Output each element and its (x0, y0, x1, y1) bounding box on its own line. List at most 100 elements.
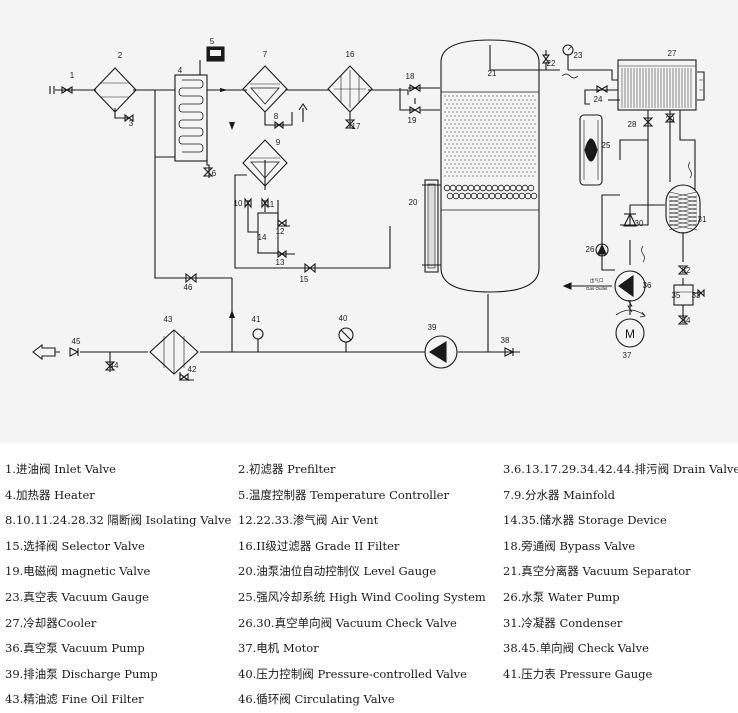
air-vent-22 (541, 54, 551, 64)
component-number-16: 16 (346, 50, 355, 59)
component-number-17: 17 (352, 122, 361, 131)
legend-entry: 18.旁通阀 Bypass Valve (503, 538, 636, 553)
component-number-25: 25 (602, 141, 611, 150)
component-number-46: 46 (184, 283, 193, 292)
component-number-22: 22 (547, 59, 556, 68)
vacuum-pump-36 (614, 270, 646, 302)
mainfold-9 (242, 139, 288, 187)
component-number-2: 2 (118, 51, 123, 60)
isolating-valve-24 (596, 85, 608, 93)
legend-entry: 36.真空泵 Vacuum Pump (5, 641, 145, 656)
mainfold-7 (242, 65, 288, 113)
oil-outlet-arrow (32, 343, 56, 361)
legend-entry: 4.加热器 Heater (5, 487, 95, 502)
legend-entry: 12.22.33.渗气阀 Air Vent (238, 513, 379, 528)
flex-connector (561, 73, 579, 79)
storage-device-14 (257, 212, 279, 254)
component-number-26: 26 (586, 245, 595, 254)
magnetic-valve-19 (409, 98, 421, 114)
legend-entry: 23.真空表 Vacuum Gauge (5, 590, 149, 604)
component-number-7: 7 (263, 50, 268, 59)
legend-entry: 43.精油滤 Fine Oil Filter (5, 692, 144, 707)
component-number-31: 31 (698, 215, 707, 224)
component-number-15: 15 (300, 275, 309, 284)
high-wind-cooling-system-25 (579, 114, 603, 186)
component-number-5: 5 (210, 37, 215, 46)
storage-device-35 (673, 284, 694, 306)
isolating-valve-8 (274, 103, 308, 130)
isolating-valve-10 (244, 197, 252, 209)
air-vent-33 (693, 288, 705, 298)
component-number-39: 39 (428, 323, 437, 332)
legend-entry: 40.压力控制阀 Pressure-controlled Valve (238, 666, 467, 681)
component-number-23: 23 (574, 51, 583, 60)
isolating-valve-11 (261, 197, 269, 209)
circulating-valve-46 (185, 272, 197, 284)
cooler-side-port (697, 71, 705, 101)
legend-entry: 46.循环阀 Circulating Valve (238, 692, 395, 707)
legend-entry: 14.35.储水器 Storage Device (503, 513, 667, 528)
condenser-coil (668, 191, 698, 231)
drain-valve-6 (202, 167, 214, 177)
legend-entry: 27.冷却器Cooler (5, 615, 97, 630)
component-number-43: 43 (164, 315, 173, 324)
check-valve-38 (504, 347, 515, 357)
component-number-21: 21 (488, 69, 497, 78)
air-vent-12 (277, 218, 287, 228)
cooler-side-ticks (699, 79, 703, 91)
diagram-canvas: M (32, 37, 707, 382)
legend-entry: 39.排油泵 Discharge Pump (5, 666, 158, 681)
component-number-3: 3 (129, 119, 134, 128)
component-number-28: 28 (628, 120, 637, 129)
legend-entry: 16.II级过滤器 Grade II Filter (238, 538, 400, 553)
component-number-35: 35 (672, 291, 681, 300)
component-number-24: 24 (594, 95, 603, 104)
component-number-20: 20 (409, 198, 418, 207)
drain-valve-13 (277, 249, 287, 259)
drain-valve-42 (179, 372, 189, 382)
component-number-32: 32 (682, 266, 691, 275)
prefilter-2 (93, 67, 137, 113)
check-valve-45 (69, 347, 80, 357)
inlet-valve-1 (49, 86, 73, 94)
vacuum-check-valve-30 (623, 212, 637, 227)
drain-valve-17 (344, 119, 356, 129)
bypass-valve-18 (409, 84, 421, 92)
gas-outlet-arrow (562, 282, 572, 290)
process-flow-diagram: M (0, 0, 738, 443)
drain-valve-44 (104, 361, 116, 371)
component-number-8: 8 (274, 112, 279, 121)
legend-entry: 31.冷凝器 Condenser (503, 615, 623, 630)
component-number-34: 34 (682, 316, 691, 325)
isolating-valve-28 (642, 117, 654, 127)
separator-elements (443, 184, 538, 200)
cooler-27 (617, 59, 697, 111)
legend-entry: 41.压力表 Pressure Gauge (503, 666, 653, 681)
heater-4 (174, 74, 208, 162)
legend-entry: 21.真空分离器 Vacuum Separator (503, 564, 691, 579)
component-number-40: 40 (339, 314, 348, 323)
vacuum-separator-21 (440, 39, 540, 293)
component-number-36: 36 (643, 281, 652, 290)
legend-entry: 20.油泵油位自动控制仪 Level Gauge (238, 564, 437, 579)
water-pump-26 (595, 243, 609, 257)
legend-entry: 7.9.分水器 Mainfold (503, 487, 616, 502)
component-number-19: 19 (408, 116, 417, 125)
vacuum-gauge-23 (562, 44, 574, 56)
pump-vent-squiggle (641, 245, 645, 263)
flow-arrows (220, 88, 235, 318)
component-number-30: 30 (635, 219, 644, 228)
component-number-4: 4 (178, 66, 183, 75)
pressure-gauge-41 (252, 328, 264, 352)
component-number-6: 6 (212, 169, 217, 178)
component-number-18: 18 (406, 72, 415, 81)
temperature-controller-5 (206, 46, 225, 62)
drain-valve-29 (664, 113, 676, 123)
motor-37: M (615, 299, 646, 348)
component-number-13: 13 (276, 258, 285, 267)
grade-ii-filter-16 (327, 65, 373, 113)
isolating-valve-32 (677, 265, 689, 275)
component-number-38: 38 (501, 336, 510, 345)
